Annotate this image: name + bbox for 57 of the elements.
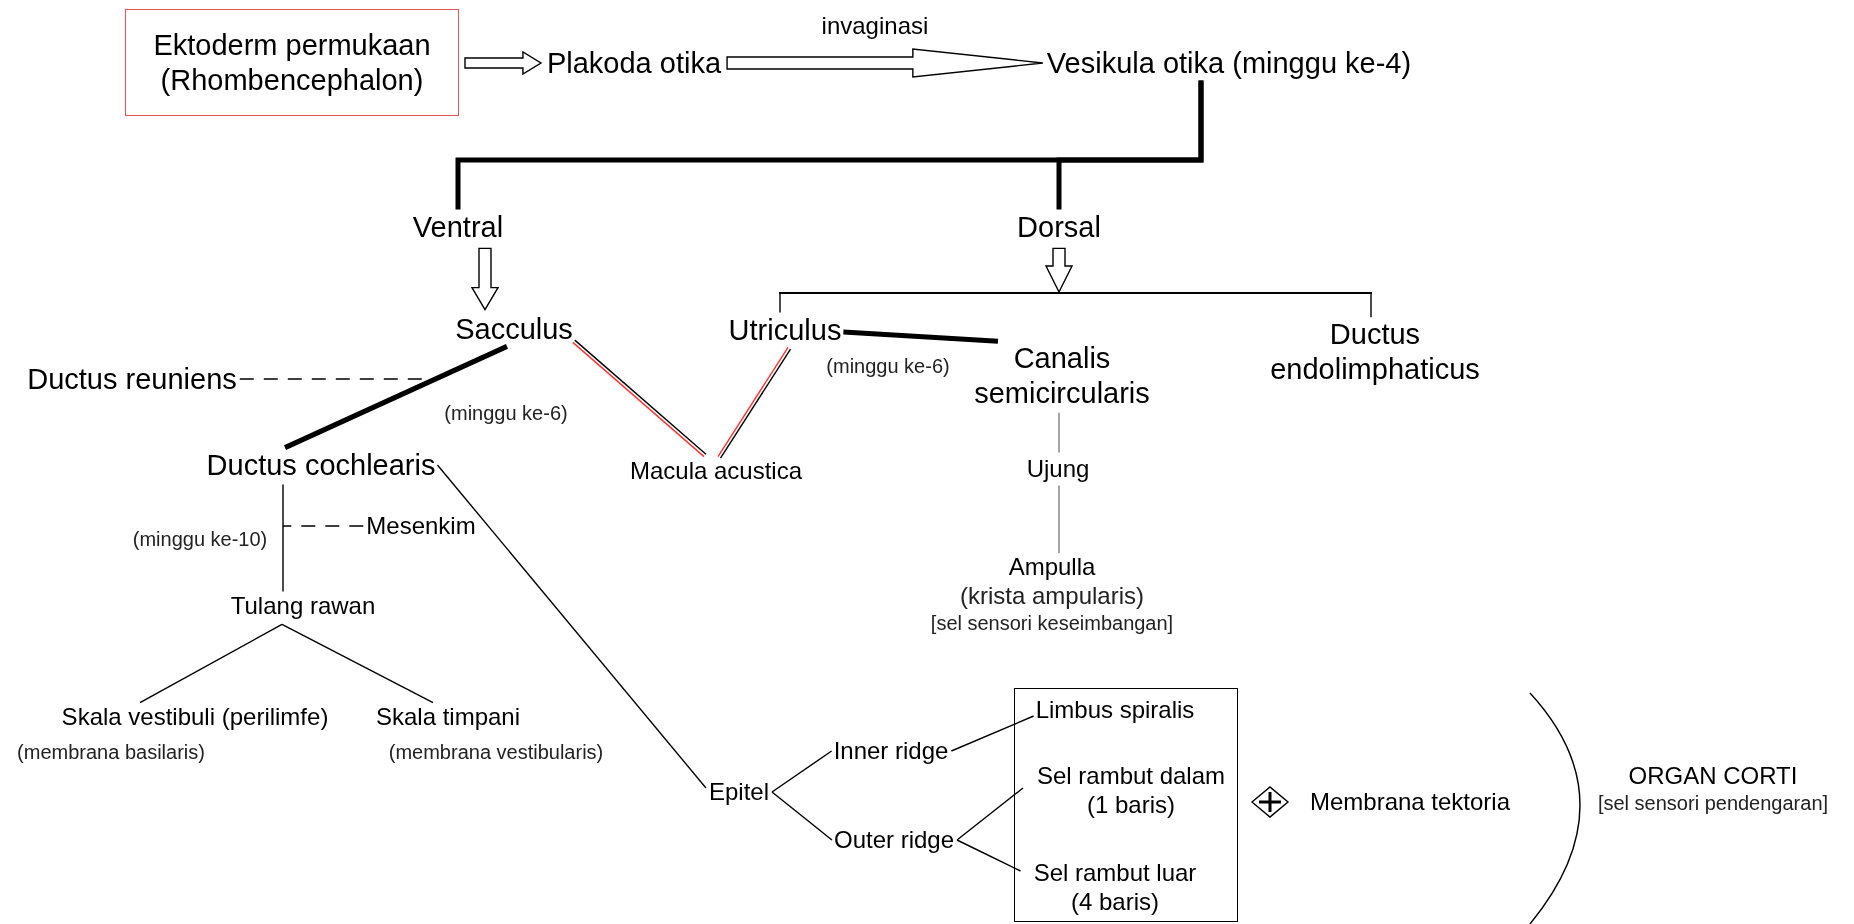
term-label: Inner ridge [833,736,949,766]
note-text: (minggu ke-6) [444,401,568,425]
note-text: (krista ampularis) [959,582,1145,611]
connector-line [1058,484,1060,554]
note-text: (minggu ke-10) [132,527,268,551]
connector-line [1058,412,1060,454]
cell-group-box [1014,688,1238,922]
term-label: Limbus spiralis [1035,695,1195,725]
note-text: (minggu ke-6) [826,354,950,378]
term-label: Skala timpani [375,702,521,732]
term-label: Macula acustica [629,456,803,486]
connector-line [139,623,283,704]
term-label: Epitel [709,777,769,807]
term-label: Sel rambut dalam (1 baris) [1025,762,1237,820]
node-caption: (membrana basilaris) [17,740,205,764]
connector-line [950,715,1035,752]
term-label: Sacculus [455,311,573,347]
term-label: Mesenkim [366,511,476,541]
connector-line [1370,293,1372,318]
connector-line [283,344,509,450]
hollow-arrow [726,48,1044,78]
term-label: Plakoda otika [546,45,722,81]
term-label: Ektoderm permukaan (Rhombencephalon) [152,27,432,98]
term-label: Vesikula otika (minggu ke-4) [1046,45,1412,81]
term-label: Ductus endolimphaticus [1257,317,1493,387]
note-text: [sel sensori pendengaran] [1597,790,1829,815]
term-label: Outer ridge [833,825,955,855]
connector-line [281,623,434,704]
term-label: Ventral [412,209,504,245]
term-label: Canalis semicircularis [962,341,1162,411]
term-label: Dorsal [1017,209,1101,245]
term-label: Ampulla [1007,553,1097,582]
node-caption: (membrana vestibularis) [388,740,604,764]
connector-line [956,787,1024,841]
term-label: Ujung [1026,454,1090,484]
highlighted-box [125,9,459,116]
connector-line [771,750,833,793]
hollow-arrow [464,50,543,76]
term-label: Ductus cochlearis [206,447,436,483]
term-label: Skala vestibuli (perilimfe) [61,702,329,732]
term-label: ORGAN CORTI [1627,761,1799,791]
connector-line [956,839,1022,872]
dashed-line [282,525,365,527]
connector-line [843,329,999,344]
hollow-arrow [1044,247,1074,294]
term-label: Membrana tektoria [1309,787,1511,817]
term-label: Ductus reuniens [27,361,237,397]
connector-line [779,293,781,314]
connector-line [436,464,707,789]
term-label: Sel rambut luar (4 baris) [1022,859,1208,917]
term-label: Utriculus [728,312,842,348]
connector-line [282,483,284,593]
connector-line [771,791,833,841]
connector-line [1056,80,1204,210]
hollow-arrow [470,247,500,311]
note-text: [sel sensori keseimbangan] [930,610,1174,635]
term-label: Tulang rawan [230,591,376,621]
